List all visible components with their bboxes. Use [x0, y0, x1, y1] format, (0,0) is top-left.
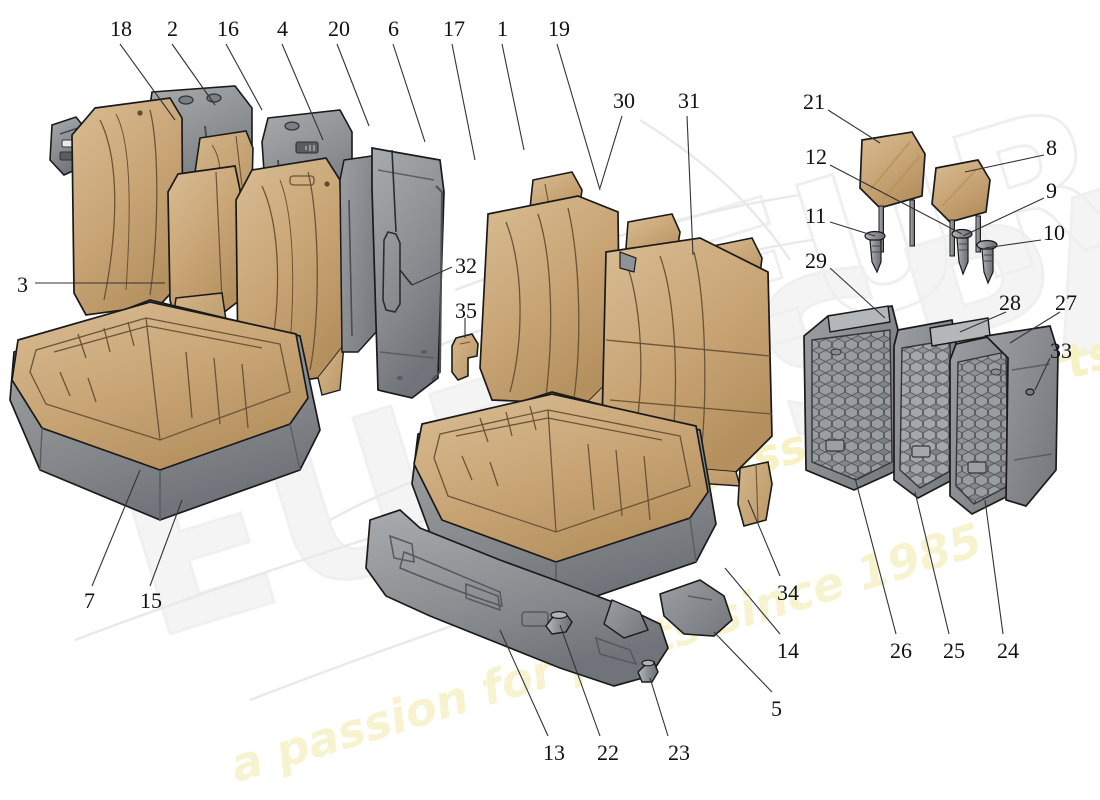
callout-number-9: 9 [1046, 178, 1057, 203]
callout-number-35: 35 [455, 298, 477, 323]
leader-line-18 [119, 43, 176, 121]
part-2-left-seat-back-cushion [71, 97, 184, 316]
part-5-cushion-support-bracket [659, 579, 733, 637]
leader-line-34 [747, 499, 781, 577]
leader-line-1 [501, 43, 525, 151]
part-35-seat-hinge-bracket [451, 333, 479, 381]
part-34-side-trim-pad [737, 461, 773, 527]
leader-line-19 [556, 43, 601, 191]
callout-number-16: 16 [217, 16, 239, 41]
callout-number-23: 23 [668, 740, 690, 765]
leader-line-30 [599, 115, 623, 189]
leader-line-17 [451, 43, 476, 161]
leader-line-14 [724, 567, 781, 635]
leader-line-23 [649, 677, 669, 737]
leader-line-4 [281, 43, 324, 141]
leader-line-7 [91, 469, 141, 587]
leader-line-25 [914, 491, 950, 635]
leader-line-9 [962, 197, 1045, 237]
callout-number-6: 6 [388, 16, 399, 41]
callout-number-11: 11 [805, 203, 827, 228]
callout-number-4: 4 [277, 16, 288, 41]
callout-number-8: 8 [1046, 135, 1057, 160]
leader-line-5 [713, 631, 773, 693]
leader-line-33 [1034, 357, 1051, 391]
callout-number-34: 34 [777, 580, 799, 605]
leader-line-13 [499, 629, 549, 737]
callout-number-15: 15 [140, 588, 162, 613]
callout-number-33: 33 [1050, 338, 1072, 363]
part-32-latch-release-cable [382, 149, 413, 313]
leader-line-10 [984, 239, 1042, 249]
part-27-back-panel-right [984, 325, 1059, 507]
part-19-back-panel-trim [431, 185, 444, 381]
callout-number-7: 7 [84, 588, 95, 613]
callout-number-30: 30 [613, 88, 635, 113]
leader-line-22 [559, 624, 601, 737]
leader-line-26 [854, 477, 897, 635]
callout-leader-lines [35, 43, 1061, 737]
part-1-right-back-panel [371, 146, 445, 399]
leader-line-16 [225, 43, 263, 111]
callout-number-18: 18 [110, 16, 132, 41]
callout-number-14: 14 [777, 638, 799, 663]
callout-number-5: 5 [771, 696, 782, 721]
callout-number-17: 17 [443, 16, 465, 41]
part-23-mounting-stud [637, 659, 659, 683]
leader-line-31 [686, 115, 694, 256]
part-7-15-left-seat-cushion [9, 299, 321, 521]
leader-line-20 [336, 43, 370, 127]
part-29-26-honeycomb-panel-left [803, 305, 899, 491]
leader-line-2 [171, 43, 216, 106]
callout-number-12: 12 [805, 144, 827, 169]
part-13-seat-crossmember [365, 509, 669, 687]
callout-number-32: 32 [455, 253, 477, 278]
callout-number-25: 25 [943, 638, 965, 663]
callout-number-28: 28 [999, 290, 1021, 315]
leader-line-11 [829, 221, 876, 237]
callout-number-1: 1 [497, 16, 508, 41]
part-22-mounting-nut [545, 610, 573, 635]
callout-number-2: 2 [167, 16, 178, 41]
part-25-honeycomb-panel-center [893, 319, 957, 500]
callout-number-22: 22 [597, 740, 619, 765]
callout-number-27: 27 [1055, 290, 1077, 315]
leader-line-24 [984, 499, 1004, 635]
callout-number-3: 3 [17, 272, 28, 297]
callout-number-13: 13 [543, 740, 565, 765]
leader-line-15 [149, 499, 183, 587]
callout-number-21: 21 [803, 89, 825, 114]
callout-number-19: 19 [548, 16, 570, 41]
leader-line-29 [829, 267, 886, 319]
leader-line-21 [827, 109, 881, 144]
part-30-seat-back-assembly-left [479, 171, 621, 421]
callout-number-31: 31 [678, 88, 700, 113]
leader-line-27 [1009, 311, 1061, 344]
callout-number-10: 10 [1043, 220, 1065, 245]
leader-line-12 [829, 164, 963, 235]
callout-number-20: 20 [328, 16, 350, 41]
part-33-panel-fastener [1025, 388, 1035, 396]
part-24-honeycomb-panel-right [949, 330, 1017, 516]
leader-line-8 [964, 154, 1045, 173]
leader-line-28 [959, 311, 1007, 333]
leader-line-32 [411, 266, 453, 286]
leader-line-6 [392, 43, 426, 143]
callout-number-29: 29 [805, 248, 827, 273]
callout-number-26: 26 [890, 638, 912, 663]
callout-number-24: 24 [997, 638, 1019, 663]
part-8-headrest-small [931, 159, 991, 257]
